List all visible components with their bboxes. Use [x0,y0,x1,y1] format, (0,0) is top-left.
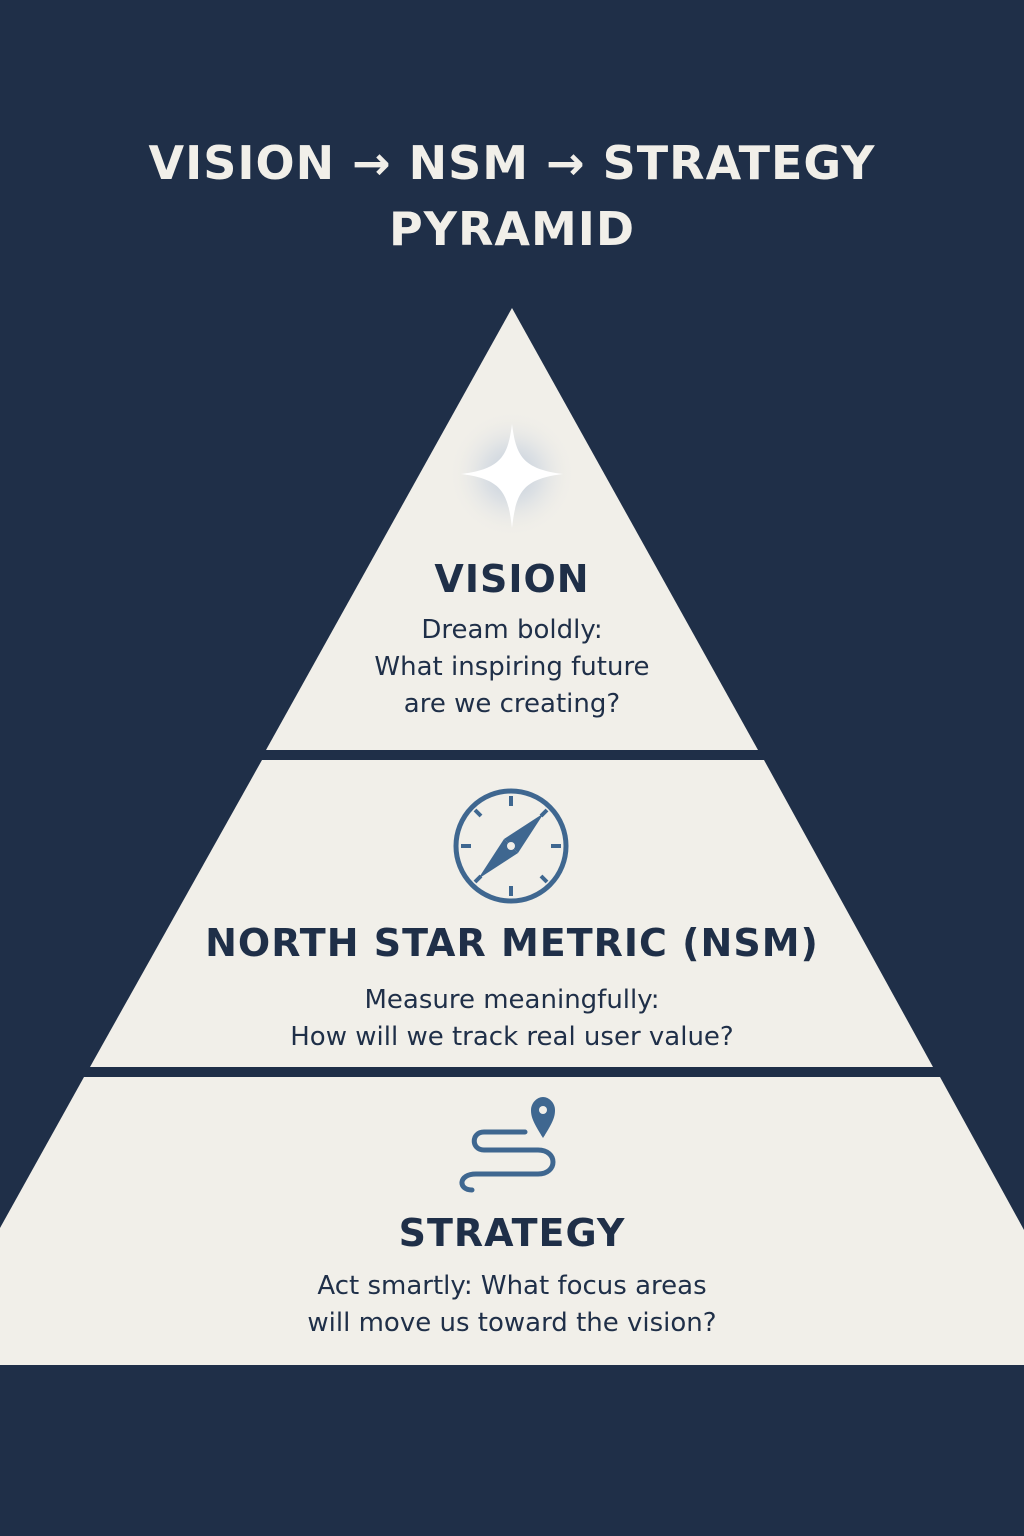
tier-strategy-description-line: will move us toward the vision? [307,1308,717,1338]
sparkle-star-icon [448,410,576,538]
tier-nsm-description-line: How will we track real user value? [290,1022,734,1052]
tier-nsm-shape [90,760,933,1067]
tier-nsm-heading: NORTH STAR METRIC (NSM) [205,921,819,965]
tier-nsm-description: Measure meaningfully: How will we track … [0,982,1024,1056]
tier-strategy-description-line: Act smartly: What focus areas [317,1271,707,1301]
tier-vision: VISION Dream boldly: What inspiring futu… [0,556,1024,723]
tier-vision-description-line: Dream boldly: [421,615,603,645]
tier-strategy-description: Act smartly: What focus areas will move … [0,1268,1024,1342]
tier-vision-description-line: What inspiring future [374,652,650,682]
route-path-pin-icon [459,1097,556,1193]
compass-icon [453,788,569,904]
page-title-line-2: PYRAMID [388,202,636,256]
tier-vision-heading: VISION [434,557,590,601]
tier-vision-description-line: are we creating? [403,689,621,719]
tier-strategy-heading: STRATEGY [398,1211,626,1255]
page-title-line-1: VISION → NSM → STRATEGY [148,136,876,190]
tier-vision-description: Dream boldly: What inspiring future are … [0,612,1024,723]
tier-nsm-description-line: Measure meaningfully: [364,985,660,1015]
tier-strategy: STRATEGY Act smartly: What focus areas w… [0,1210,1024,1342]
tier-nsm: NORTH STAR METRIC (NSM) Measure meaningf… [0,920,1024,1056]
tier-strategy-shape [0,1077,1024,1365]
